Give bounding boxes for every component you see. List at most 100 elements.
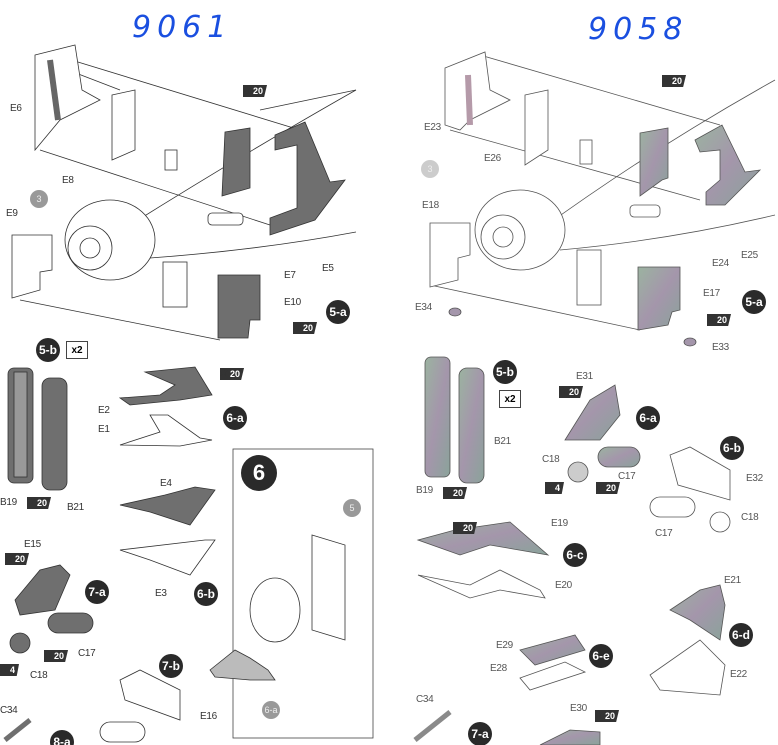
quantity-x2: x2 xyxy=(66,341,88,359)
part-label-e19: E19 xyxy=(551,518,568,529)
paint-code-20: 20 xyxy=(220,368,245,380)
part-label-e33: E33 xyxy=(712,342,729,353)
part-label-e24: E24 xyxy=(712,258,729,269)
part-e9 xyxy=(11,234,53,299)
step-badge-5a: 5-a xyxy=(326,300,350,324)
step-badge-6b: 6-b xyxy=(720,436,744,460)
part-label-e34: E34 xyxy=(415,302,432,313)
part-label-c17: C17 xyxy=(618,471,636,482)
part-label-c18: C18 xyxy=(30,670,48,681)
step-badge-5b: 5-b xyxy=(36,338,60,362)
part-e26 xyxy=(524,89,549,166)
part-label-e29: E29 xyxy=(496,640,513,651)
part-e3 xyxy=(119,539,216,576)
part-e32 xyxy=(669,446,731,501)
part-label-e28: E28 xyxy=(490,663,507,674)
part-label-e30: E30 xyxy=(570,703,587,714)
part-label-e20: E20 xyxy=(555,580,572,591)
part-label-e23: E23 xyxy=(424,122,441,133)
part-e1 xyxy=(119,414,213,447)
part-e17 xyxy=(637,266,681,331)
paint-code-20: 20 xyxy=(662,75,687,87)
part-e7 xyxy=(221,127,251,197)
part-e21 xyxy=(669,584,726,641)
step-badge-6a: 6-a xyxy=(636,406,660,430)
step-badge-8a: 8-a xyxy=(50,730,74,745)
part-label-b19: B19 xyxy=(0,497,17,508)
paint-code-20: 20 xyxy=(559,386,584,398)
paint-code-20: 20 xyxy=(707,314,732,326)
part-e10 xyxy=(217,274,261,339)
right-panel-drawing xyxy=(413,51,776,745)
step-badge-6b: 6-b xyxy=(194,582,218,606)
step-badge-5b: 5-b xyxy=(493,360,517,384)
step-badge-5a: 5-a xyxy=(742,290,766,314)
part-label-e22: E22 xyxy=(730,669,747,680)
paint-code-20: 20 xyxy=(293,322,318,334)
part-label-b21: B21 xyxy=(494,436,511,447)
part-e22 xyxy=(649,639,726,696)
paint-code-20: 20 xyxy=(443,487,468,499)
part-e15 xyxy=(14,564,71,616)
part-e24 xyxy=(639,127,669,197)
part-label-c34: C34 xyxy=(416,694,434,705)
part-e29 xyxy=(519,634,586,666)
part-e5 xyxy=(269,121,346,236)
step-badge-7a: 7-a xyxy=(85,580,109,604)
part-label-e26: E26 xyxy=(484,153,501,164)
part-label-e5: E5 xyxy=(322,263,334,274)
part-label-e4: E4 xyxy=(160,478,172,489)
paint-code-4: 4 xyxy=(0,664,20,676)
part-label-e17: E17 xyxy=(703,288,720,299)
part-label-c34: C34 xyxy=(0,705,18,716)
left-panel-drawing xyxy=(3,44,374,743)
step-badge-6c: 6-c xyxy=(563,543,587,567)
handwritten-kit-number-left: 9061 xyxy=(132,10,233,45)
part-e25 xyxy=(694,124,762,206)
step-badge-6a: 6-a xyxy=(223,406,247,430)
part-6a-ref xyxy=(209,649,276,681)
handwritten-kit-number-right: 9058 xyxy=(588,12,689,47)
step-badge-7a: 7-a xyxy=(468,722,492,745)
part-label-e32: E32 xyxy=(746,473,763,484)
ref-step-3: 3 xyxy=(30,190,48,208)
part-label-e31: E31 xyxy=(576,371,593,382)
step-badge-6d: 6-d xyxy=(729,623,753,647)
part-label-e2: E2 xyxy=(98,405,110,416)
part-label-e15: E15 xyxy=(24,539,41,550)
part-e16 xyxy=(119,669,181,721)
part-label-c18: C18 xyxy=(741,512,759,523)
ref-step-5: 5 xyxy=(343,499,361,517)
quantity-x2: x2 xyxy=(499,390,521,408)
part-e19 xyxy=(416,521,550,556)
part-label-c18: C18 xyxy=(542,454,560,465)
part-e23 xyxy=(444,51,511,131)
part-e6 xyxy=(34,44,101,152)
part-e20 xyxy=(417,569,546,599)
part-label-b21: B21 xyxy=(67,502,84,513)
part-label-e3: E3 xyxy=(155,588,167,599)
paint-code-20: 20 xyxy=(243,85,268,97)
part-e18 xyxy=(429,222,471,288)
part-label-e8: E8 xyxy=(62,175,74,186)
part-e2 xyxy=(118,366,213,406)
part-e28 xyxy=(519,661,587,691)
part-label-e7: E7 xyxy=(284,270,296,281)
paint-code-4: 4 xyxy=(545,482,565,494)
paint-code-20: 20 xyxy=(595,710,620,722)
ref-step-6a: 6-a xyxy=(262,701,280,719)
part-label-e1: E1 xyxy=(98,424,110,435)
part-label-e9: E9 xyxy=(6,208,18,219)
part-label-e25: E25 xyxy=(741,250,758,261)
part-label-b19: B19 xyxy=(416,485,433,496)
part-label-c17: C17 xyxy=(78,648,96,659)
part-label-e16: E16 xyxy=(200,711,217,722)
part-label-e10: E10 xyxy=(284,297,301,308)
part-e30 xyxy=(539,729,601,745)
part-label-c17: C17 xyxy=(655,528,673,539)
step-badge-7b: 7-b xyxy=(159,654,183,678)
step-badge-6e: 6-e xyxy=(589,644,613,668)
paint-code-20: 20 xyxy=(453,522,478,534)
part-e31 xyxy=(564,384,621,441)
